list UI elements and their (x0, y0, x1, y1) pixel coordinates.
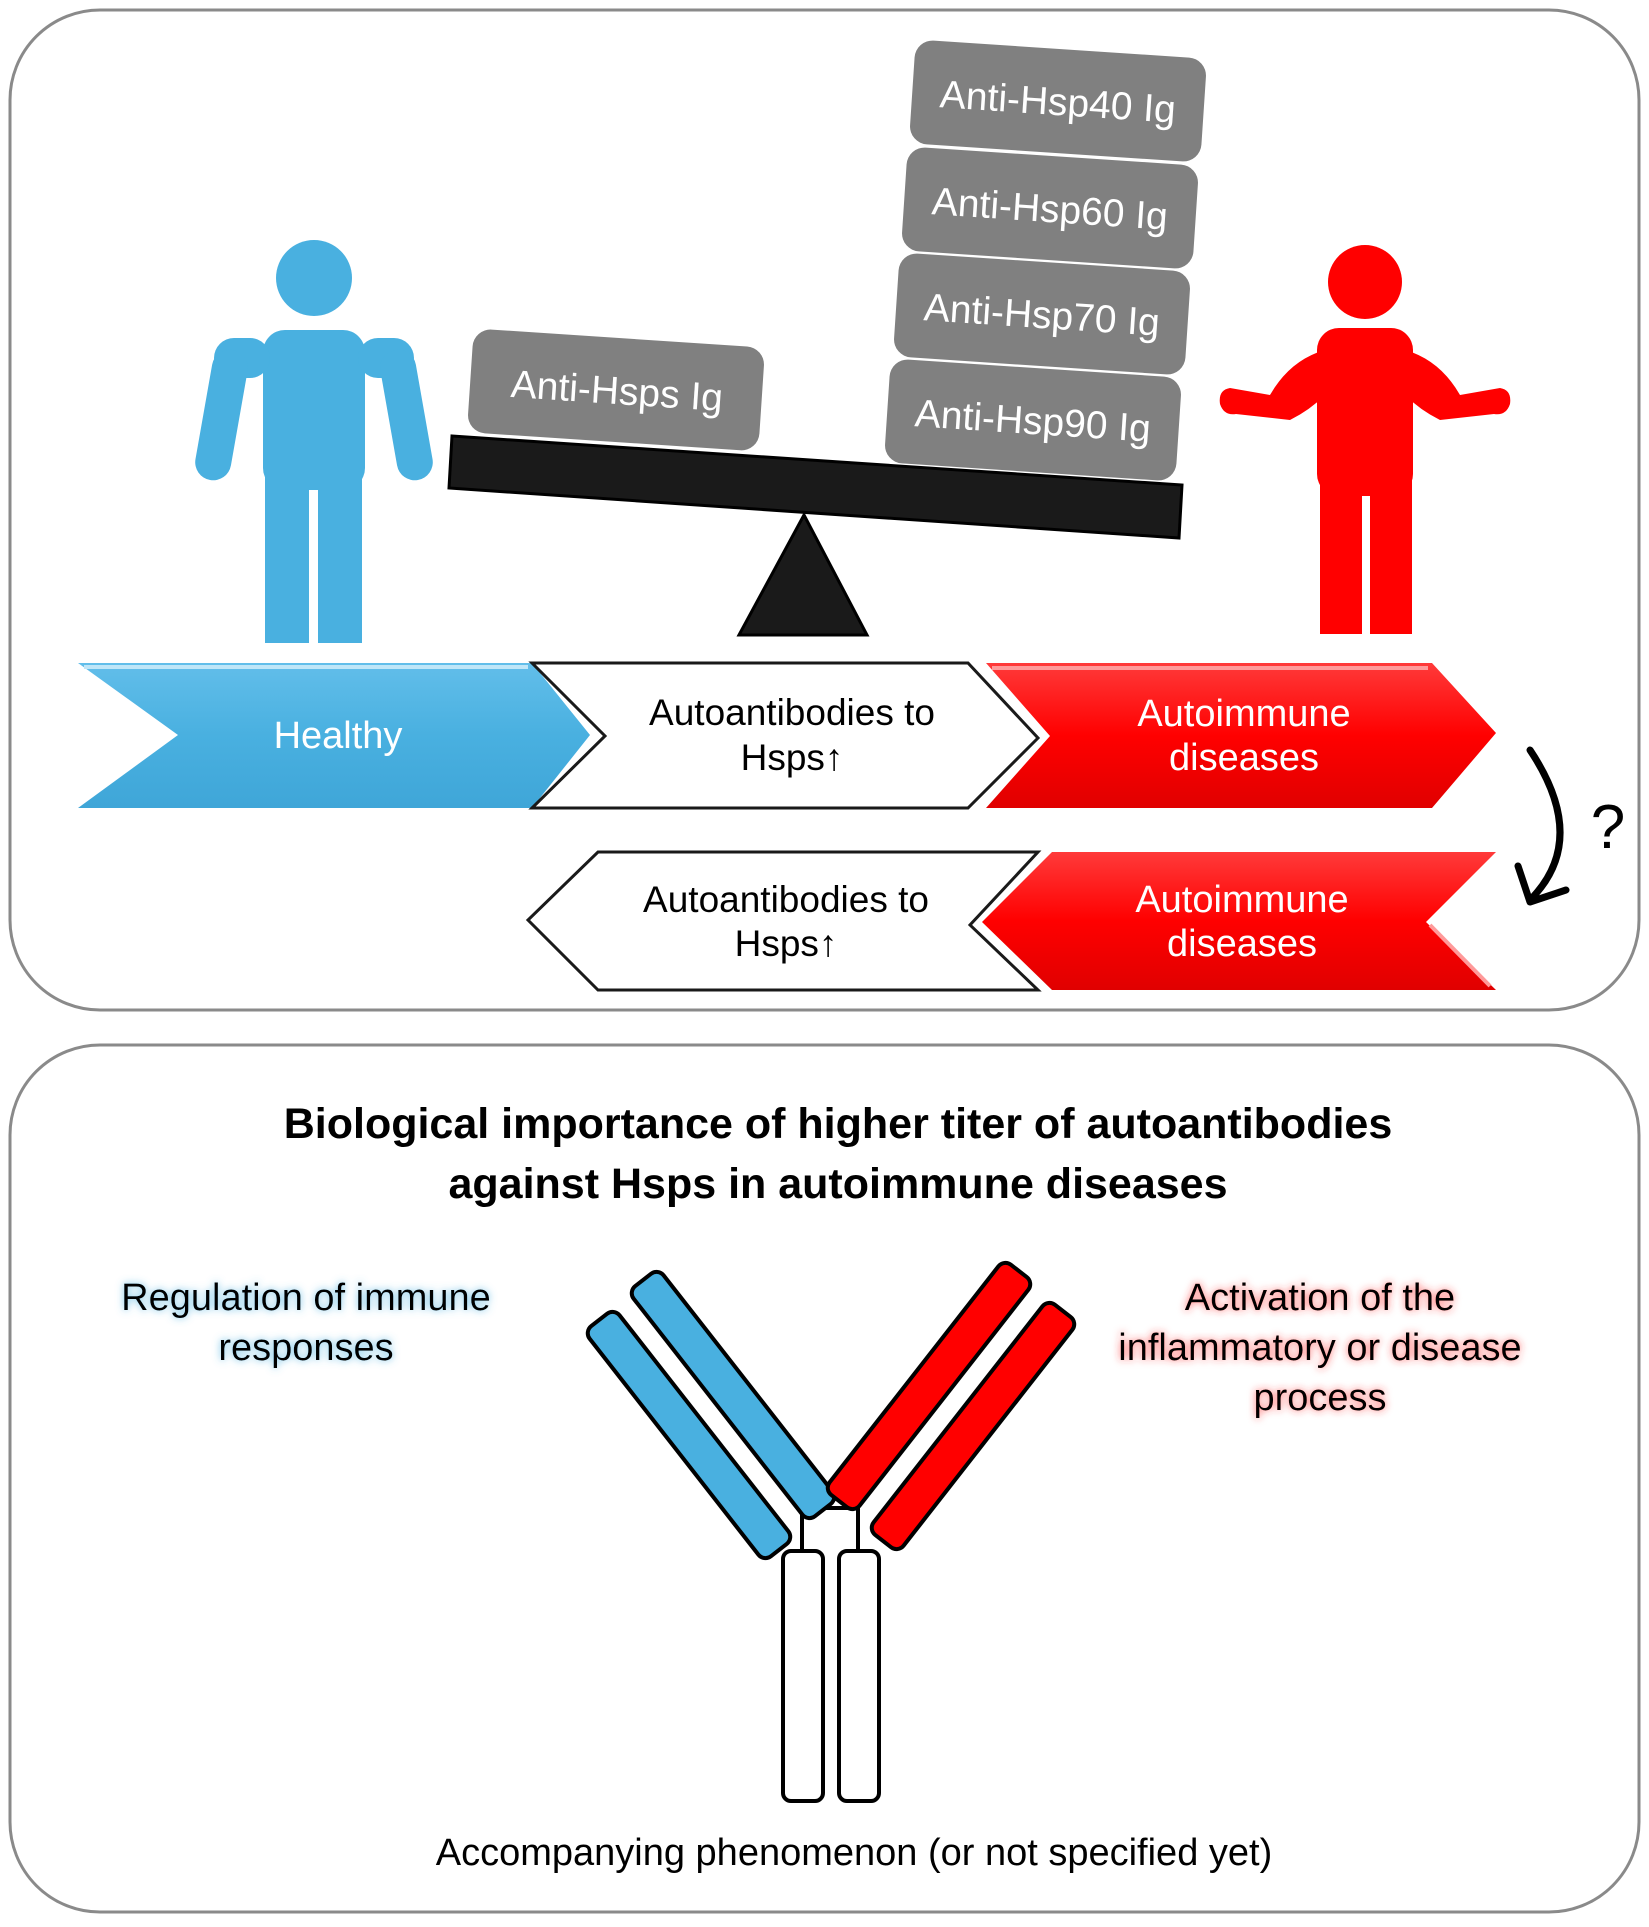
right-label-group: Activation of the inflammatory or diseas… (1118, 1277, 1521, 1419)
left-label-group: Regulation of immune responses (121, 1277, 491, 1369)
block-anti-hsp90: Anti-Hsp90 Ig (885, 359, 1181, 481)
bottom-label: Accompanying phenomenon (or not specifie… (436, 1832, 1272, 1874)
block-anti-hsp70: Anti-Hsp70 Ig (894, 253, 1190, 375)
right-label-line1: Activation of the (1185, 1277, 1455, 1319)
curved-arrow (1526, 746, 1564, 904)
seesaw-beam (447, 434, 1184, 540)
left-label-line1: Regulation of immune (121, 1277, 491, 1319)
block-anti-hsp40: Anti-Hsp40 Ig (910, 40, 1206, 162)
arrow-middle-row1 (528, 661, 1041, 810)
arrow-disease-row2-line1: Autoimmune (1135, 879, 1348, 921)
question-mark: ? (1591, 793, 1625, 862)
arrow-middle-row2 (525, 850, 1042, 992)
seesaw-fulcrum (736, 511, 870, 637)
arrow-middle-row2-line2: Hsps↑ (735, 923, 838, 964)
disease-person-icon (1219, 245, 1511, 634)
healthy-person-icon (195, 240, 433, 643)
arrow-middle-row2-line1: Autoantibodies to (643, 879, 929, 920)
bottom-title-line2: against Hsps in autoimmune diseases (448, 1160, 1227, 1208)
right-label-line2: inflammatory or disease (1118, 1327, 1521, 1369)
arrow-disease-row2-line2: diseases (1167, 923, 1317, 965)
arrow-healthy-label: Healthy (274, 715, 403, 757)
arrow-disease-row1-line2: diseases (1169, 737, 1319, 779)
arrow-disease-row1-line1: Autoimmune (1137, 693, 1350, 735)
arrow-healthy (78, 663, 590, 808)
right-label-line3: process (1253, 1377, 1386, 1419)
antibody-icon (585, 1260, 1077, 1803)
block-anti-hsp60: Anti-Hsp60 Ig (902, 147, 1198, 269)
block-anti-hsps: Anti-Hsps Ig (468, 329, 764, 451)
arrow-middle-row1-line1: Autoantibodies to (649, 692, 935, 733)
arrow-disease-row1 (986, 663, 1496, 808)
arrow-middle-row1-line2: Hsps↑ (741, 737, 844, 778)
curved-arrow-head-icon (1514, 862, 1570, 906)
left-label-line2: responses (218, 1327, 393, 1369)
arrow-disease-row2-highlight (1428, 923, 1492, 988)
bottom-title-line1: Biological importance of higher titer of… (284, 1100, 1393, 1148)
arrow-disease-row2 (982, 852, 1496, 990)
